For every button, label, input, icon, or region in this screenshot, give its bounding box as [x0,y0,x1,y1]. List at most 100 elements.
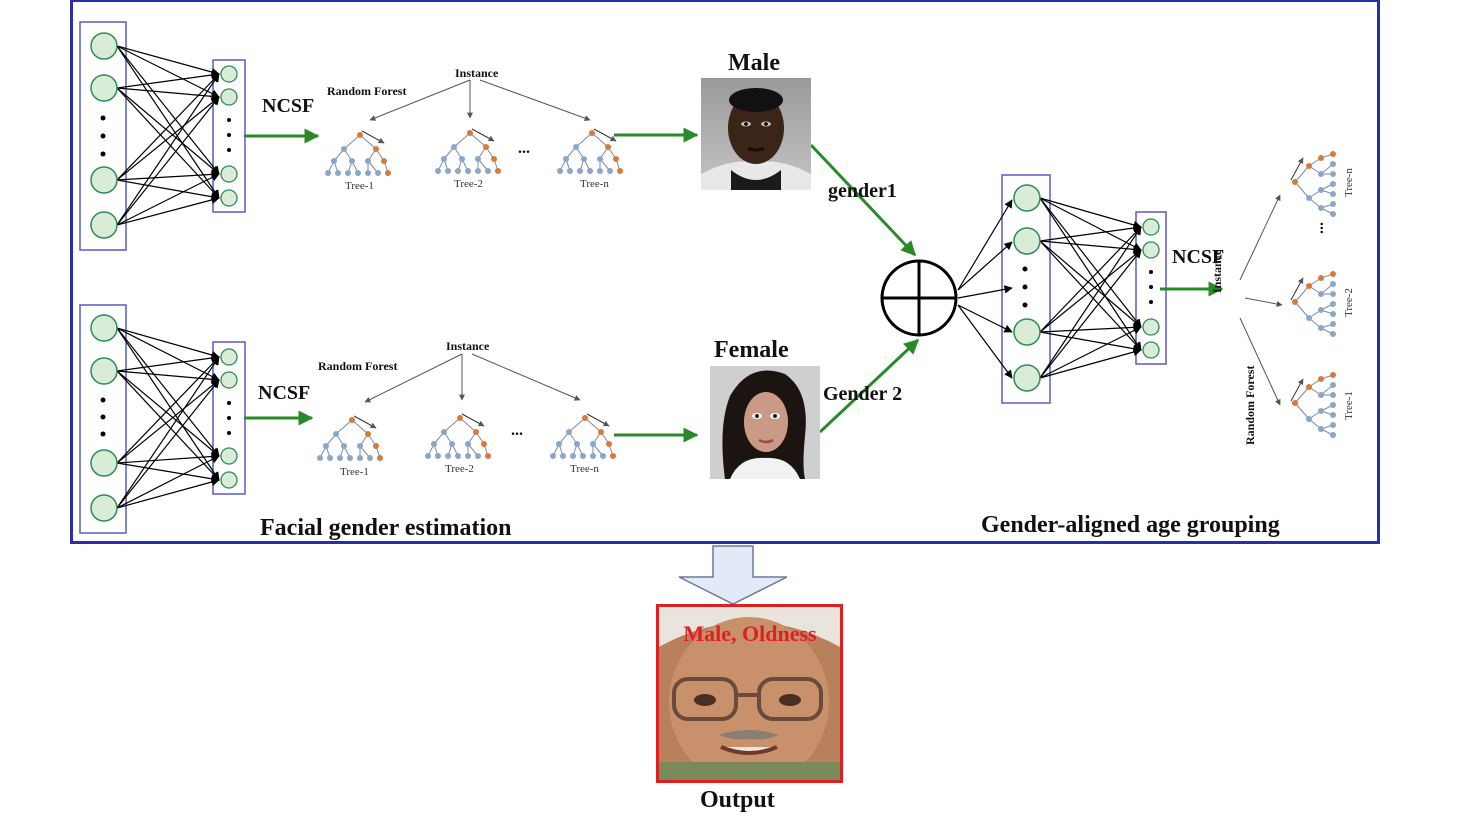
tree-node [333,431,339,437]
input-node [90,166,118,194]
connection [1039,326,1142,379]
tree-edge [335,419,353,435]
connection [116,73,220,181]
input-node [90,449,118,477]
tree-node [570,453,576,459]
gender1-label: gender1 [828,180,897,202]
tree-node [1318,408,1324,414]
tree-node [457,415,463,421]
connection [116,452,220,464]
tree-node [550,453,556,459]
tree-node [341,443,347,449]
tree-node [1306,384,1312,390]
input-node [90,357,118,385]
tree-node [481,441,487,447]
connection [116,87,220,175]
tree-label-bottom-1: Tree-1 [340,466,369,478]
tree-edge [1294,181,1310,199]
connection [116,45,220,77]
connection [1039,323,1142,333]
tree-node [467,130,473,136]
connection [1039,249,1142,333]
tree-node [607,168,613,174]
tree-edge [591,132,609,148]
ellipsis-dot [227,133,231,137]
tree-node [1330,392,1336,398]
neural-networks [79,21,1167,534]
tree-node [1318,392,1324,398]
tree-node [1330,331,1336,337]
input-layer-box [79,304,127,534]
tree-label-age-1: Tree-1 [1343,391,1355,420]
green-flow-arrow [809,143,917,257]
tree-node [1330,151,1336,157]
tree-node [577,168,583,174]
tree-node [1306,416,1312,422]
hidden-node [1142,218,1160,236]
tree-node [1330,201,1336,207]
tree-node [357,132,363,138]
tree-node [377,455,383,461]
tree [1290,271,1336,337]
connection [116,477,220,509]
connection [116,370,220,457]
fusion-arrow [957,199,1013,291]
output-arrow [678,545,788,605]
output-face-photo [656,604,843,783]
tree [557,128,623,174]
tree-node [1292,299,1298,305]
tree-node [1330,161,1336,167]
tree-node [600,453,606,459]
tree-edge [359,134,377,150]
tree-node [1318,376,1324,382]
tree [435,128,501,174]
tree-node [1318,307,1324,313]
tree-label-age-2: Tree-2 [1343,288,1355,317]
hidden-node [1142,341,1160,359]
tree-edge [1294,386,1310,404]
hidden-node [220,88,238,106]
tree-node [317,455,323,461]
tree-node [451,144,457,150]
tree-label-top-1: Tree-1 [345,180,374,192]
tree-node [435,168,441,174]
male-label: Male [728,50,780,76]
ellipsis-dot [100,414,106,420]
hidden-node [220,189,238,207]
input-node [90,494,118,522]
connection [116,179,220,201]
tree-edge [453,132,471,148]
tree [317,415,383,461]
connection [116,327,220,481]
tree-node [1306,195,1312,201]
tree-path-arrow [471,128,495,142]
tree-node [337,455,343,461]
tree-node [589,130,595,136]
connection [116,370,220,481]
ellipsis-dot [100,151,106,157]
connection [116,73,220,226]
fusion-arrow [957,304,1013,333]
tree-node [574,441,580,447]
connection [116,327,220,359]
tree-node [573,144,579,150]
tree-node [483,144,489,150]
tree-node [1330,382,1336,388]
facial-gender-estimation-title: Facial gender estimation [260,515,512,541]
tree-node [445,168,451,174]
forest-age [1239,151,1336,438]
connection [1039,347,1142,379]
instance-arrow [471,353,581,401]
tree-node [465,441,471,447]
tree [325,130,391,176]
tree-node [1330,271,1336,277]
tree-node [323,443,329,449]
forest-top [325,79,623,176]
connection [116,70,220,89]
tree-node [1330,281,1336,287]
connection [1039,197,1142,328]
tree-node [1292,400,1298,406]
ellipsis-age: ... [1310,222,1327,234]
tree-node [1330,181,1336,187]
tree-node [1318,171,1324,177]
